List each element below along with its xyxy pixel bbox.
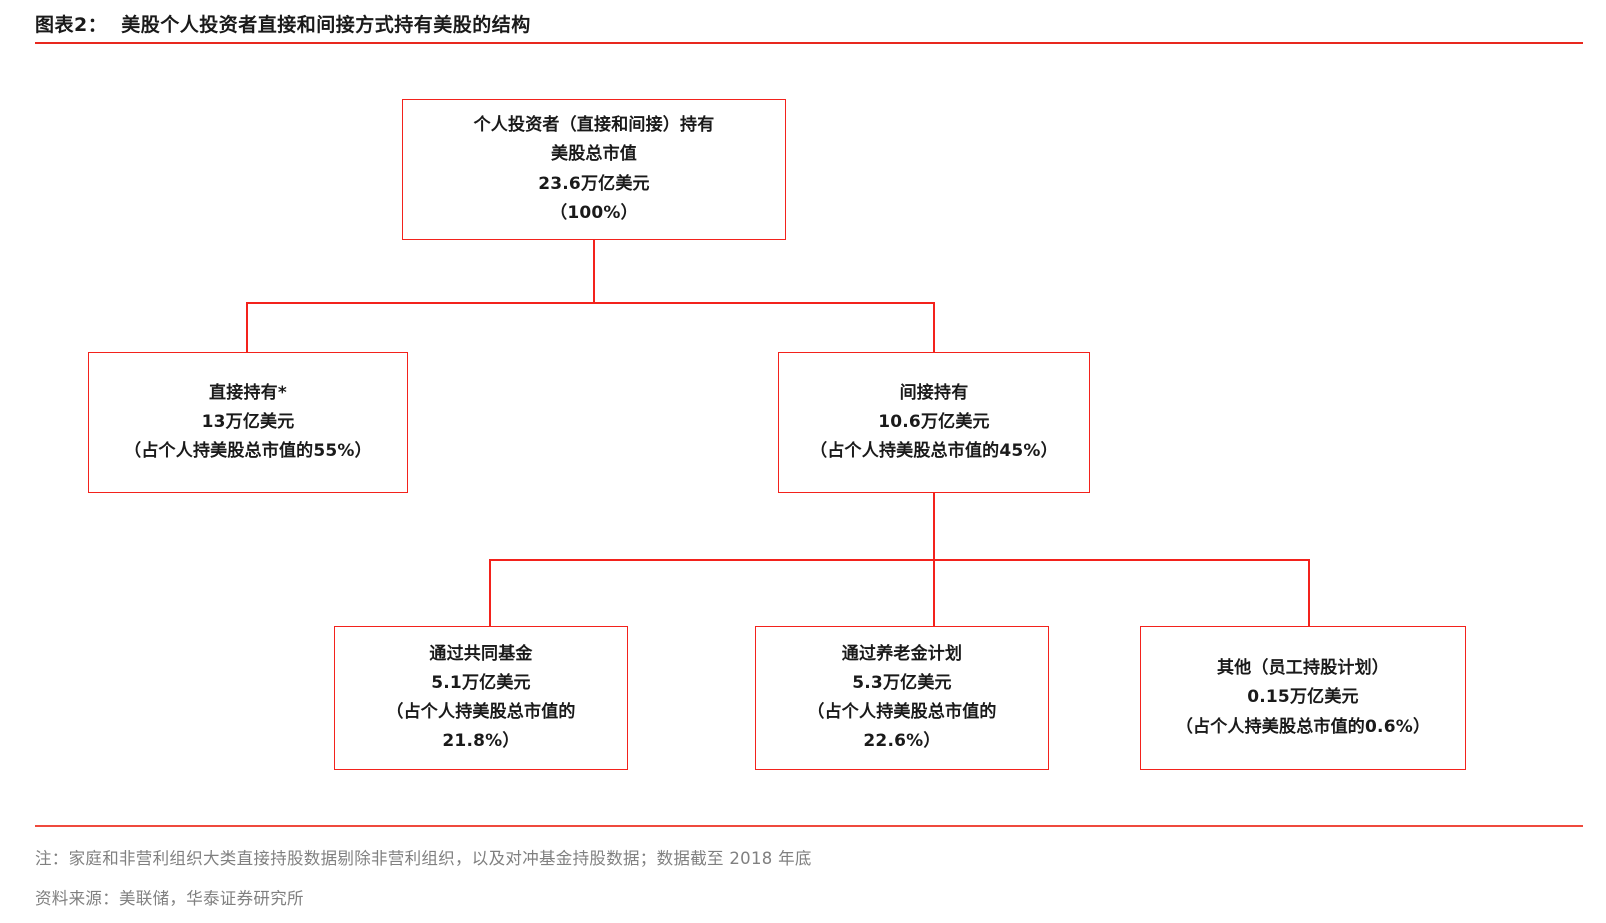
footer-divider <box>35 825 1583 827</box>
header-divider <box>35 42 1583 44</box>
connector-level1-bar <box>246 302 935 304</box>
footnote-source: 资料来源：美联储，华泰证券研究所 <box>35 889 304 908</box>
node-total-line4: （100%） <box>550 202 638 223</box>
node-mutual-fund-line1: 通过共同基金 <box>429 643 533 664</box>
node-mutual-fund-line2: 5.1万亿美元 <box>431 672 531 693</box>
node-pension-plan: 通过养老金计划 5.3万亿美元 （占个人持美股总市值的 22.6%） <box>755 626 1049 770</box>
connector-to-pension <box>933 559 935 626</box>
node-indirect-line3: （占个人持美股总市值的45%） <box>810 441 1058 462</box>
figure-label: 图表2： <box>35 14 108 36</box>
node-indirect-line1: 间接持有 <box>899 382 969 403</box>
node-total-line1: 个人投资者（直接和间接）持有 <box>473 115 715 136</box>
connector-to-direct <box>246 302 248 352</box>
node-mutual-fund: 通过共同基金 5.1万亿美元 （占个人持美股总市值的 21.8%） <box>334 626 628 770</box>
connector-indirect-stem <box>933 493 935 560</box>
node-other-esop: 其他（员工持股计划） 0.15万亿美元 （占个人持美股总市值的0.6%） <box>1140 626 1466 770</box>
node-pension-plan-line3: （占个人持美股总市值的 <box>807 702 997 722</box>
node-direct-line2: 13万亿美元 <box>201 411 295 432</box>
node-other-esop-line3: （占个人持美股总市值的0.6%） <box>1175 716 1431 737</box>
footnote-note: 注：家庭和非营利组织大类直接持股数据剔除非营利组织，以及对冲基金持股数据；数据截… <box>35 849 812 868</box>
figure-title-text: 美股个人投资者直接和间接方式持有美股的结构 <box>121 14 531 36</box>
page-title: 图表2： 美股个人投资者直接和间接方式持有美股的结构 <box>35 10 531 37</box>
connector-root-stem <box>593 240 595 303</box>
node-pension-plan-line4: 22.6%） <box>863 731 941 752</box>
node-direct-line1: 直接持有* <box>209 382 287 403</box>
node-indirect-line2: 10.6万亿美元 <box>878 411 990 432</box>
node-total-line3: 23.6万亿美元 <box>538 173 650 194</box>
node-pension-plan-line1: 通过养老金计划 <box>841 643 963 664</box>
node-other-esop-line1: 其他（员工持股计划） <box>1217 658 1389 679</box>
node-direct-holdings: 直接持有* 13万亿美元 （占个人持美股总市值的55%） <box>88 352 408 493</box>
node-mutual-fund-line3: （占个人持美股总市值的 <box>386 702 576 722</box>
connector-level2-bar <box>489 559 1309 561</box>
node-pension-plan-line2: 5.3万亿美元 <box>852 672 952 693</box>
node-total-line2: 美股总市值 <box>551 144 637 165</box>
node-mutual-fund-line4: 21.8%） <box>442 731 520 752</box>
connector-to-mutual-fund <box>489 559 491 626</box>
connector-to-other <box>1308 559 1310 626</box>
node-indirect-holdings: 间接持有 10.6万亿美元 （占个人持美股总市值的45%） <box>778 352 1090 493</box>
node-direct-line3: （占个人持美股总市值的55%） <box>124 441 372 462</box>
node-other-esop-line2: 0.15万亿美元 <box>1247 687 1359 708</box>
node-total-holdings: 个人投资者（直接和间接）持有 美股总市值 23.6万亿美元 （100%） <box>402 99 786 240</box>
connector-to-indirect <box>933 302 935 352</box>
